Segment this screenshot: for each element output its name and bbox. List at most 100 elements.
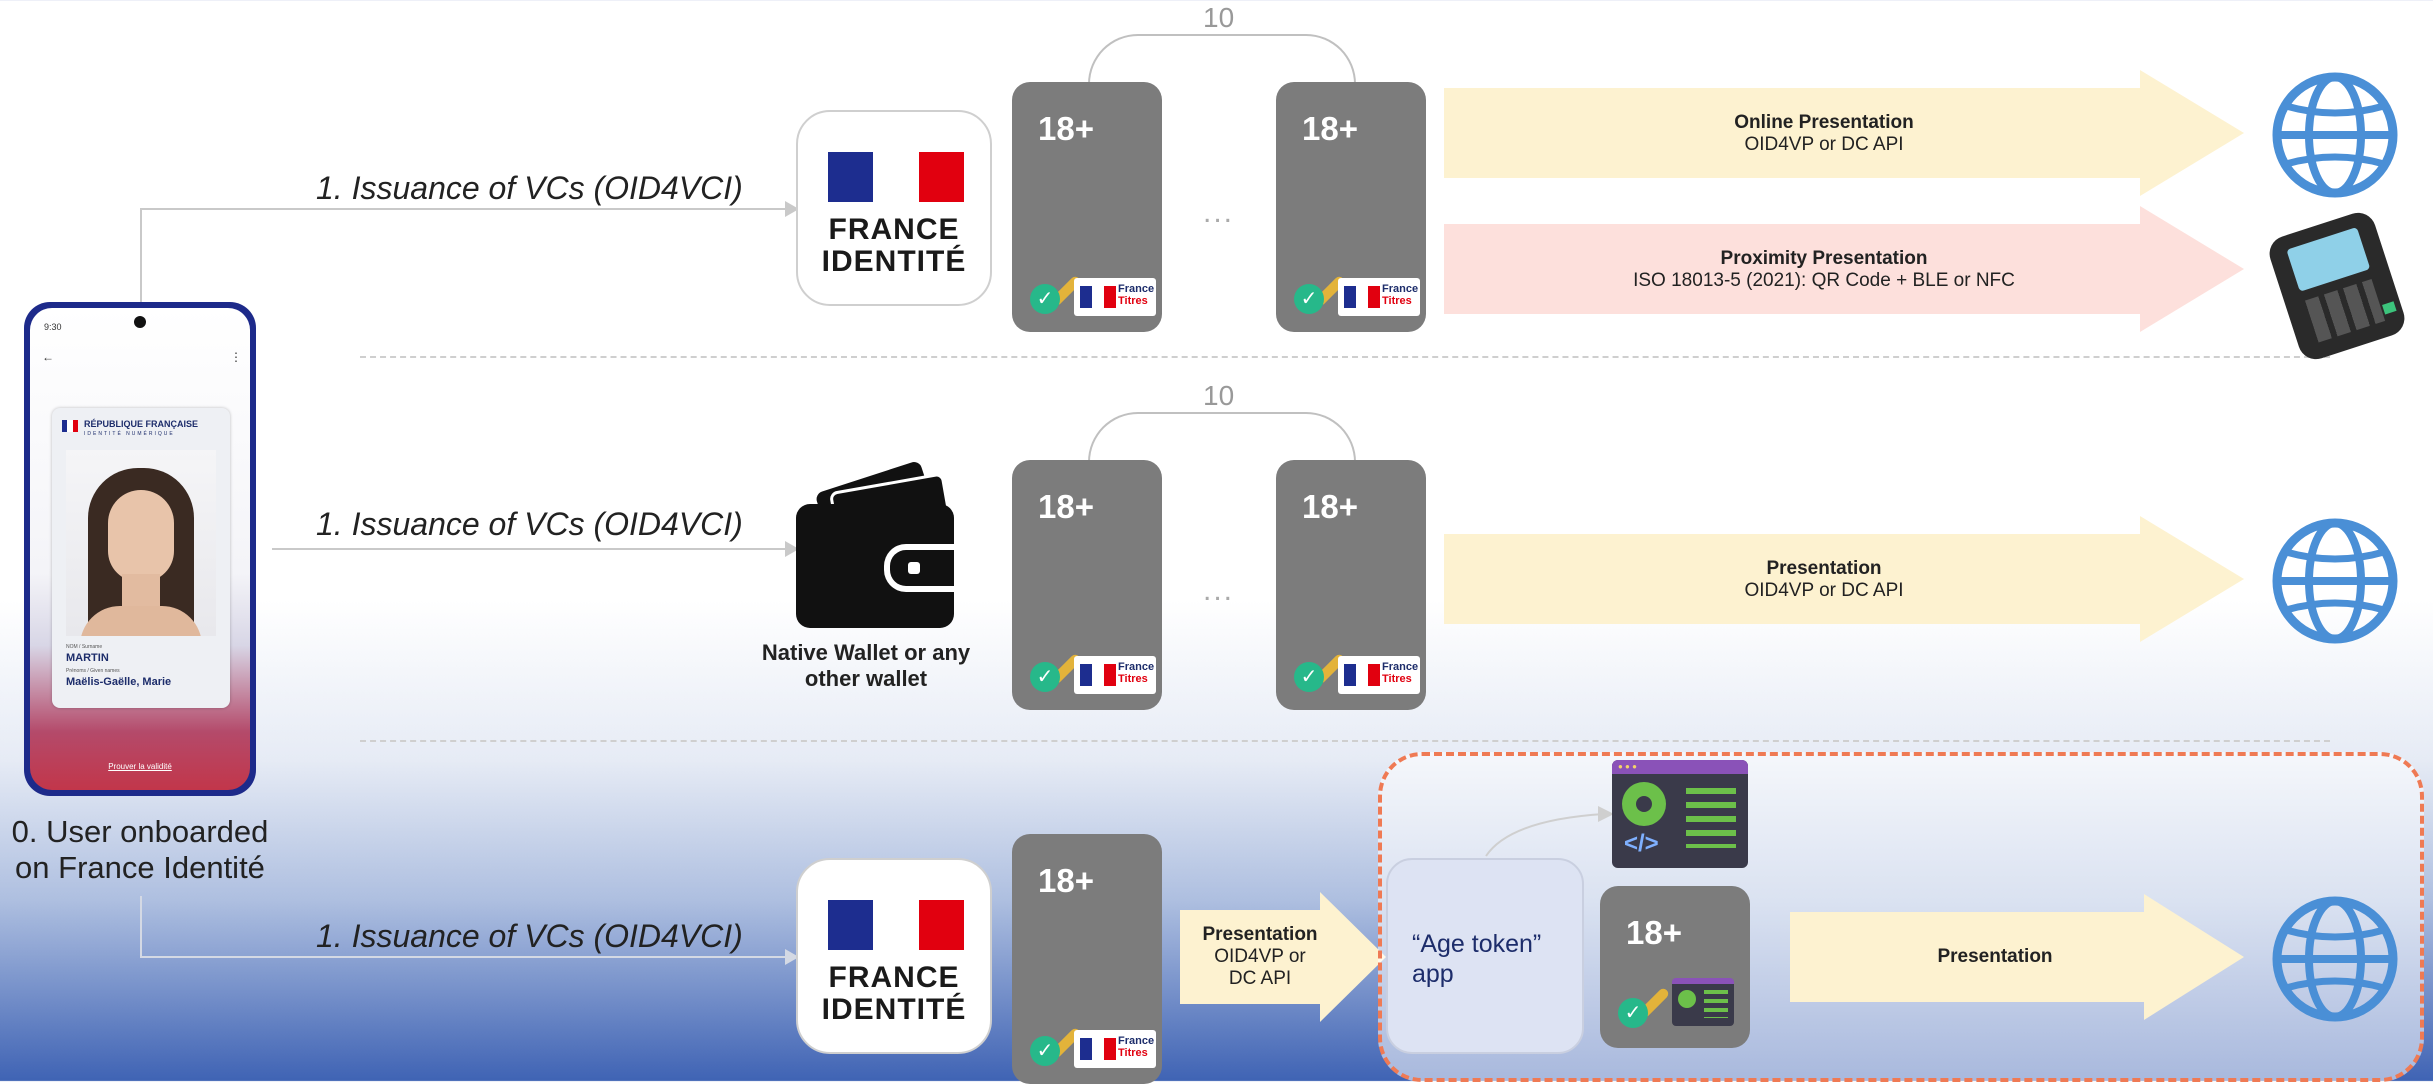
check-icon: ✓	[1618, 998, 1648, 1028]
online-presentation-text: Online Presentation OID4VP or DC API	[1444, 112, 2204, 156]
connector-row3-horizontal	[140, 956, 785, 958]
presentation-to-token-arrow: Presentation OID4VP or DC API	[1180, 892, 1386, 1022]
app-name-line2: IDENTITÉ	[821, 245, 967, 278]
proximity-presentation-text: Proximity Presentation ISO 18013-5 (2021…	[1444, 248, 2204, 292]
final-presentation-text: Presentation	[1790, 946, 2200, 968]
badge-line1: France	[1118, 661, 1155, 673]
row3-issuance-label: 1. Issuance of VCs (OID4VCI)	[316, 918, 743, 954]
connector-row1-horizontal	[140, 208, 785, 210]
age-token-label-line1: “Age token”	[1412, 930, 1542, 958]
age-token-app-box: “Age token” app	[1386, 858, 1584, 1054]
row-separator-1	[360, 356, 2330, 358]
more-options-icon[interactable]: ⋮	[230, 350, 242, 364]
badge-line2: Titres	[1118, 295, 1148, 307]
globe-icon	[2272, 72, 2398, 198]
wallet-caption-line1: Native Wallet or any	[761, 640, 971, 665]
card-age-label: 18+	[1038, 862, 1094, 899]
online-presentation-protocol: OID4VP or DC API	[1744, 134, 1904, 155]
payment-terminal-icon	[2264, 208, 2410, 364]
badge-line2: Titres	[1118, 1047, 1148, 1059]
mini-gear-icon	[1678, 990, 1696, 1008]
arrow-shaft	[1444, 534, 2140, 624]
phone-screen: 9:30 ← ⋮ RÉPUBLIQUE FRANÇAISE IDENTITÉ N…	[30, 308, 250, 790]
list-lines-icon	[1686, 788, 1736, 848]
check-icon: ✓	[1294, 284, 1324, 314]
row1-count-brace	[1088, 34, 1356, 84]
window-titlebar	[1612, 760, 1748, 774]
age-token-label-line2: app	[1412, 960, 1454, 988]
developer-badge-icon	[1672, 978, 1734, 1026]
final-presentation-arrow: Presentation	[1790, 894, 2244, 1020]
presentation-protocol: OID4VP or DC API	[1744, 580, 1904, 601]
gear-hole	[1636, 796, 1652, 812]
code-icon: </>	[1624, 830, 1659, 857]
developer-app-icon: ● ● ● </>	[1612, 760, 1748, 868]
connector-row2-arrowhead	[785, 541, 799, 557]
presentation-to-token-text: Presentation OID4VP or DC API	[1180, 924, 1340, 990]
card-age-label: 18+	[1038, 488, 1094, 525]
token-curve-connector	[1485, 806, 1614, 857]
wallet-clasp-dot	[908, 562, 920, 574]
presentation-arrow: Presentation OID4VP or DC API	[1444, 516, 2244, 642]
app-name-line1: FRANCE	[828, 961, 960, 994]
prove-validity-link[interactable]: Prouver la validité	[108, 762, 172, 771]
badge-line1: France	[1382, 283, 1419, 295]
presentation-protocol-line1: OID4VP or	[1214, 946, 1306, 967]
arrow-head	[2144, 894, 2244, 1020]
badge-line2: Titres	[1118, 673, 1148, 685]
row2-count-brace	[1088, 412, 1356, 462]
globe-icon	[2272, 896, 2398, 1022]
wallet-icon	[796, 459, 960, 628]
presentation-protocol-line2: DC API	[1228, 968, 1292, 989]
given-label: Prénoms / Given names	[66, 668, 120, 674]
connector-row1-arrowhead	[785, 201, 799, 217]
connector-row3-vertical	[140, 896, 142, 956]
badge-line1: France	[1382, 661, 1419, 673]
id-card-flag-icon	[62, 420, 78, 432]
back-arrow-icon[interactable]: ←	[42, 350, 54, 364]
id-card: RÉPUBLIQUE FRANÇAISE IDENTITÉ NUMÉRIQUE …	[52, 408, 230, 708]
row-separator-2	[360, 740, 2330, 742]
arrow-head	[2140, 206, 2244, 332]
row2-count: 10	[1203, 380, 1235, 411]
presentation-text: Presentation OID4VP or DC API	[1444, 558, 2204, 602]
arrow-shaft	[1790, 912, 2144, 1002]
mini-lines-icon	[1704, 990, 1728, 1018]
name-value: MARTIN	[66, 652, 109, 664]
marianne-flag-icon	[828, 152, 964, 202]
online-presentation-title: Online Presentation	[1734, 112, 1914, 133]
card-age-label: 18+	[1302, 110, 1358, 147]
window-dots: ● ● ●	[1618, 762, 1637, 771]
arrow-shaft	[1444, 88, 2140, 178]
final-presentation-title: Presentation	[1937, 946, 2053, 967]
row2-ellipsis: ...	[1203, 574, 1235, 607]
portrait-face	[108, 490, 174, 582]
arrow-shaft	[1180, 910, 1320, 1004]
wallet-caption-line2: other wallet	[804, 666, 928, 691]
id-card-subheader: IDENTITÉ NUMÉRIQUE	[84, 431, 175, 437]
badge-line1: France	[1118, 283, 1155, 295]
terminal-screen	[2286, 227, 2371, 292]
row1-count: 10	[1203, 2, 1235, 33]
globe-icon	[2272, 518, 2398, 644]
row2-issuance-label: 1. Issuance of VCs (OID4VCI)	[316, 506, 743, 542]
check-icon: ✓	[1030, 662, 1060, 692]
connector-row1-vertical	[140, 208, 142, 302]
terminal-green-key	[2382, 301, 2397, 315]
name-label: NOM / Surname	[66, 644, 103, 650]
france-identite-app-icon: FRANCE IDENTITÉ	[796, 858, 992, 1054]
proximity-presentation-protocol: ISO 18013-5 (2021): QR Code + BLE or NFC	[1633, 270, 2015, 291]
connector-row3-arrowhead	[785, 949, 799, 965]
presentation-title: Presentation	[1766, 558, 1882, 579]
badge-line1: France	[1118, 1035, 1155, 1047]
age-token-card: 18+ ✓	[1600, 886, 1750, 1048]
app-name-line2: IDENTITÉ	[821, 993, 967, 1026]
row1-issuance-label: 1. Issuance of VCs (OID4VCI)	[316, 170, 743, 206]
check-icon: ✓	[1294, 662, 1324, 692]
